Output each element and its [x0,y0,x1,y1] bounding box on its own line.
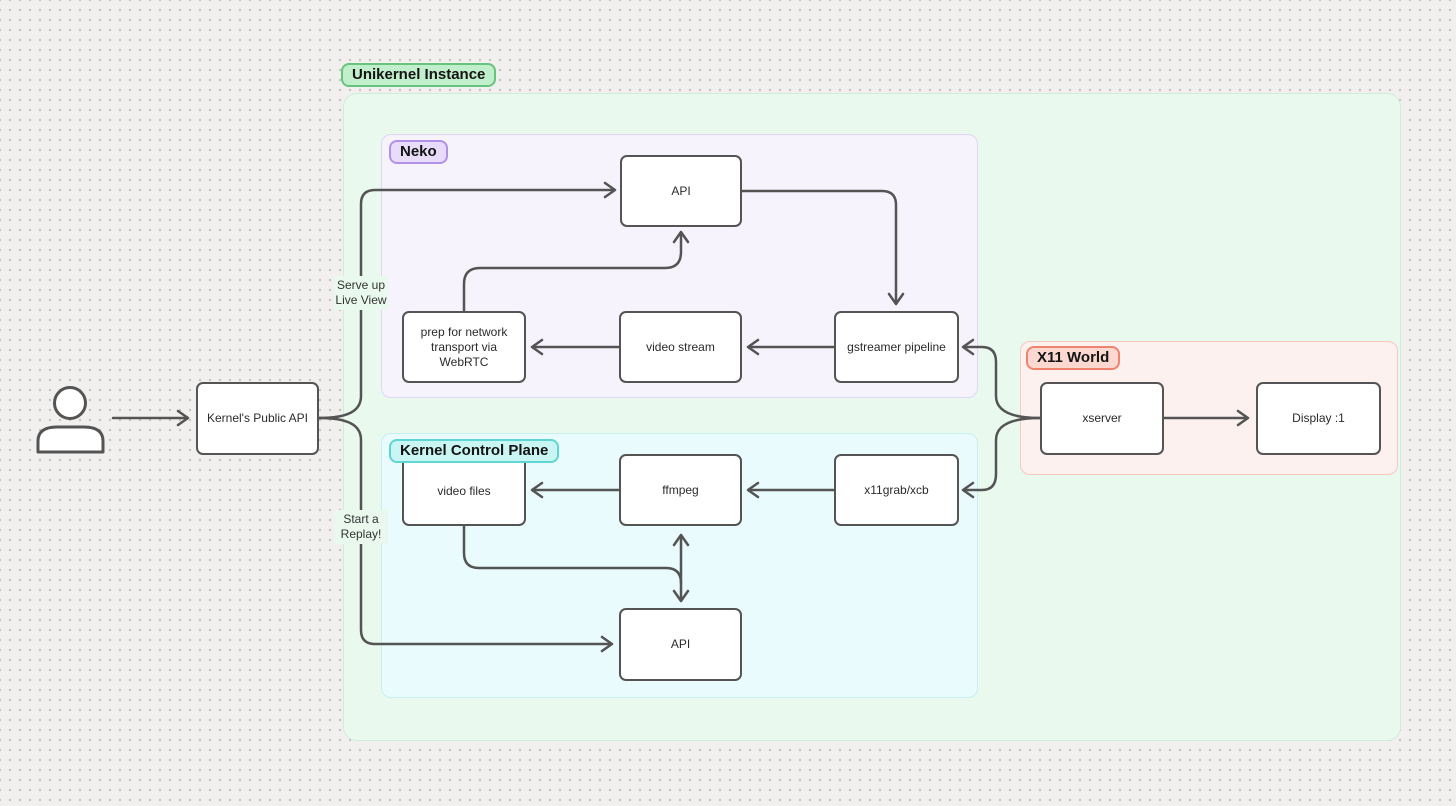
user-icon-head [53,386,87,420]
edge-label-serve-live-view: Serve up Live View [334,276,388,310]
node-kcp-api-label: API [670,637,691,651]
node-video-stream: video stream [619,311,742,383]
unikernel-instance-title: Unikernel Instance [341,63,497,87]
node-neko-api-label: API [671,183,691,198]
kernel-control-plane-title: Kernel Control Plane [389,439,560,463]
node-kcp-api: API [619,608,742,681]
node-ffmpeg: ffmpeg [619,454,742,526]
node-ffmpeg-label: ffmpeg [662,482,699,497]
node-video-files-label: video files [437,483,491,498]
edge-label-serve-line1: Serve up [336,278,386,292]
node-video-files: video files [402,456,526,526]
node-xserver: xserver [1040,382,1164,455]
neko-title-text: Neko [400,143,437,160]
x11-world-title-text: X11 World [1037,349,1110,366]
node-kernel-public-api-label: Kernel's Public API [206,411,308,425]
edge-label-start-replay: Start a Replay! [334,510,388,544]
edge-label-serve-line2: Live View [335,293,387,307]
node-display-1: Display :1 [1256,382,1381,455]
unikernel-instance-title-text: Unikernel Instance [352,66,486,83]
user-icon-body [36,425,105,454]
node-video-stream-label: video stream [646,339,715,354]
kernel-control-plane-title-text: Kernel Control Plane [400,442,549,459]
node-prep-webrtc: prep for network transport via WebRTC [402,311,526,383]
edge-label-replay-line2: Replay! [340,527,382,541]
node-x11grab-xcb-label: x11grab/xcb [864,482,929,497]
node-kernel-public-api: Kernel's Public API [196,382,319,455]
node-neko-api: API [620,155,742,227]
node-prep-webrtc-label: prep for network transport via WebRTC [420,324,508,369]
edge-label-replay-line1: Start a [343,512,379,526]
neko-title: Neko [389,140,448,164]
node-x11grab-xcb: x11grab/xcb [834,454,959,526]
node-gstreamer-pipeline: gstreamer pipeline [834,311,959,383]
x11-world-title: X11 World [1026,346,1121,370]
node-gstreamer-pipeline-label: gstreamer pipeline [847,339,946,354]
node-display-1-label: Display :1 [1292,411,1345,425]
node-xserver-label: xserver [1082,411,1122,425]
